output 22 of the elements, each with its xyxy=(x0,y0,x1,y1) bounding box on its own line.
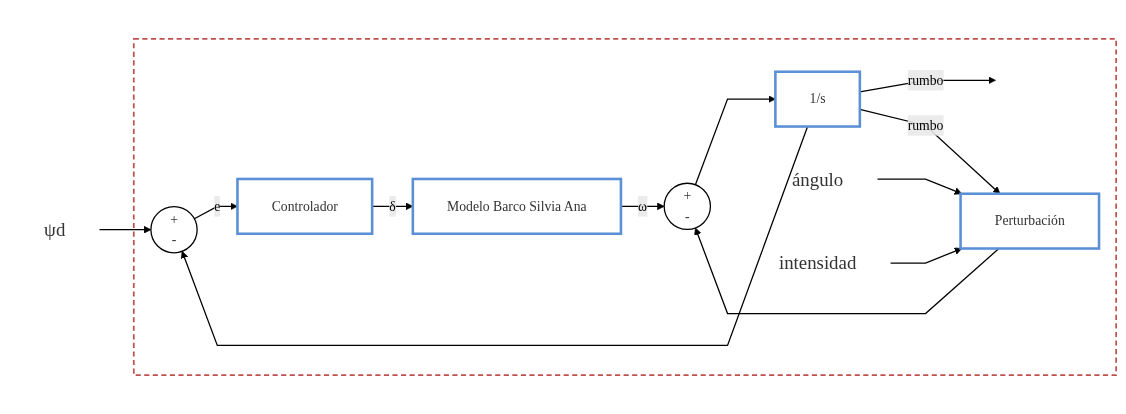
node-box: Modelo Barco Silvia Ana xyxy=(411,177,623,236)
arrow xyxy=(876,178,963,195)
arrow xyxy=(694,227,1000,315)
node-text: ψd xyxy=(44,218,66,241)
edge-label: rumbo xyxy=(907,117,944,133)
node-text: ángulo xyxy=(791,168,844,190)
arrow xyxy=(694,95,776,186)
edge-label: ω xyxy=(638,198,648,214)
arrow xyxy=(98,225,152,234)
node-box: Controlador xyxy=(236,177,374,236)
edge-label: e xyxy=(214,198,221,214)
edge-label: δ xyxy=(389,198,396,214)
arrow xyxy=(193,202,238,220)
node-box: Perturbación xyxy=(959,192,1101,250)
arrow xyxy=(859,108,1001,195)
cluster xyxy=(132,37,1117,377)
node-circle: + - xyxy=(150,205,198,254)
edge-label: rumbo xyxy=(907,72,944,88)
node-circle: + - xyxy=(663,182,712,231)
node-box: 1/s xyxy=(774,70,862,128)
node-text: intensidad xyxy=(778,252,857,274)
arrow xyxy=(889,247,963,264)
